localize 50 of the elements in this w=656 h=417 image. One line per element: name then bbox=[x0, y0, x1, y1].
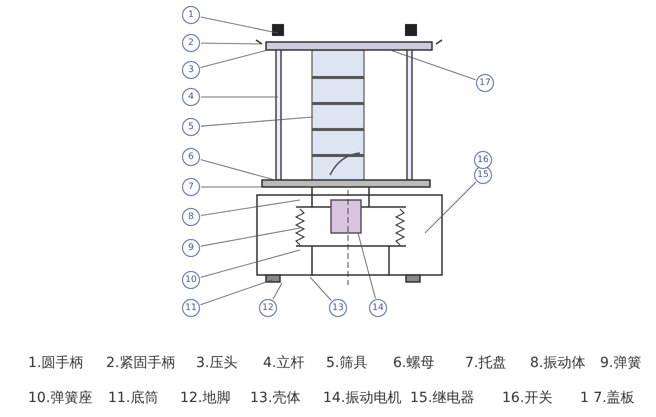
leader-line bbox=[200, 42, 262, 44]
leader-line bbox=[200, 280, 272, 306]
callout-number: 11 bbox=[182, 299, 200, 317]
leader-line bbox=[200, 228, 300, 247]
leader-line bbox=[358, 232, 376, 299]
leader-line bbox=[200, 250, 300, 278]
part-label: 6.螺母 bbox=[393, 354, 434, 372]
part-label: 2.紧固手柄 bbox=[106, 354, 176, 372]
callout-number: 14 bbox=[369, 299, 387, 317]
part-label: 9.弹簧 bbox=[600, 354, 642, 372]
leader-line bbox=[200, 50, 268, 68]
leader-line bbox=[200, 200, 300, 216]
leader-line bbox=[200, 186, 262, 188]
part-label: 1.圆手柄 bbox=[28, 354, 84, 372]
leader-line bbox=[390, 50, 476, 80]
callout-number: 12 bbox=[259, 299, 277, 317]
leader-line bbox=[200, 116, 314, 127]
callout-number: 15 bbox=[474, 166, 492, 184]
callout-number: 16 bbox=[474, 151, 492, 169]
part-label: 3.压头 bbox=[196, 354, 238, 372]
callout-number: 4 bbox=[182, 88, 200, 106]
callout-number: 7 bbox=[182, 178, 200, 196]
part-label: 16.开关 bbox=[502, 389, 552, 407]
callout-number: 13 bbox=[329, 299, 347, 317]
leader-line bbox=[310, 276, 332, 301]
callout-number: 2 bbox=[182, 34, 200, 52]
leader-line bbox=[272, 282, 282, 300]
part-label: 7.托盘 bbox=[465, 354, 506, 372]
callout-number: 5 bbox=[182, 118, 200, 136]
callout-number: 8 bbox=[182, 208, 200, 226]
callout-number: 3 bbox=[182, 61, 200, 79]
part-label: 11.底筒 bbox=[108, 389, 158, 407]
part-label: 12.地脚 bbox=[180, 389, 230, 407]
callout-number: 9 bbox=[182, 239, 200, 257]
part-label: 1 7.盖板 bbox=[580, 389, 635, 407]
part-label: 14.振动电机 bbox=[323, 389, 402, 407]
part-label: 8.振动体 bbox=[530, 354, 586, 372]
leader-line bbox=[200, 16, 278, 34]
leader-line bbox=[200, 159, 276, 180]
callout-number: 6 bbox=[182, 148, 200, 166]
callout-number: 10 bbox=[182, 271, 200, 289]
callout-number: 1 bbox=[182, 6, 200, 24]
callout-number: 17 bbox=[476, 74, 494, 92]
part-label: 5.筛具 bbox=[326, 354, 368, 372]
part-label: 4.立杆 bbox=[263, 354, 304, 372]
part-label: 13.壳体 bbox=[250, 389, 300, 407]
leader-line bbox=[424, 182, 476, 234]
part-label: 10.弹簧座 bbox=[28, 389, 92, 407]
part-label: 15.继电器 bbox=[410, 389, 474, 407]
leader-line bbox=[200, 96, 278, 98]
